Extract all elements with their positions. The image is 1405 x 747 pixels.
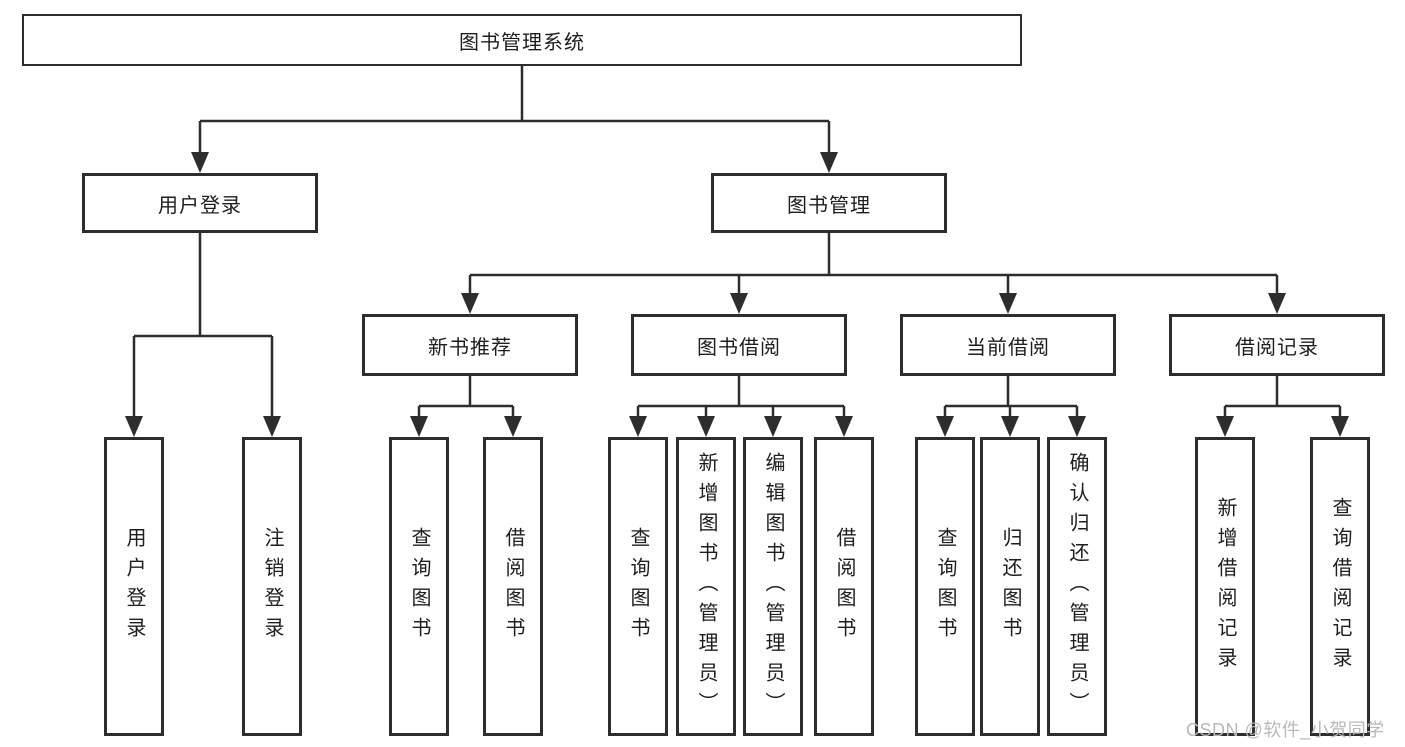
- node-label: 借阅记录: [1235, 336, 1319, 359]
- csdn-watermark: CSDN @软件_小贺同学: [1186, 720, 1385, 740]
- node-user-login: 用户登录: [82, 173, 318, 233]
- node-label: 图书借阅: [697, 336, 781, 359]
- leaf-label: 查询图书: [934, 526, 956, 647]
- node-book-management: 图书管理: [711, 173, 947, 233]
- leaf-query-books-current: 查询图书: [915, 437, 975, 736]
- leaf-user-login: 用户登录: [104, 437, 164, 736]
- leaf-borrow-books: 借阅图书: [814, 437, 874, 736]
- leaf-query-books-borrow: 查询图书: [608, 437, 668, 736]
- leaf-label: 查询图书: [408, 526, 430, 647]
- leaf-logout: 注销登录: [242, 437, 302, 736]
- node-label: 新书推荐: [428, 336, 512, 359]
- leaf-label: 借阅图书: [502, 526, 524, 647]
- leaf-label: 查询图书: [627, 526, 649, 647]
- leaf-add-borrow-record: 新增借阅记录: [1195, 437, 1255, 736]
- leaf-edit-book-admin: 编辑图书（管理员）: [743, 437, 803, 736]
- leaf-query-books-recommend: 查询图书: [389, 437, 449, 736]
- leaf-return-books: 归还图书: [980, 437, 1040, 736]
- leaf-query-borrow-record: 查询借阅记录: [1310, 437, 1370, 736]
- node-label: 用户登录: [158, 194, 242, 217]
- leaf-label: 注销登录: [261, 526, 283, 647]
- leaf-label: 编辑图书（管理员）: [762, 451, 784, 722]
- leaf-label: 归还图书: [999, 526, 1021, 647]
- leaf-add-book-admin: 新增图书（管理员）: [676, 437, 736, 736]
- leaf-label: 用户登录: [123, 526, 145, 647]
- node-library-management-system: 图书管理系统: [22, 14, 1022, 66]
- leaf-label: 查询借阅记录: [1329, 496, 1351, 677]
- node-new-book-recommend: 新书推荐: [362, 314, 578, 376]
- leaf-label: 新增图书（管理员）: [695, 451, 717, 722]
- leaf-confirm-return-admin: 确认归还（管理员）: [1047, 437, 1107, 736]
- node-current-borrow: 当前借阅: [900, 314, 1116, 376]
- node-label: 图书管理系统: [459, 31, 585, 54]
- node-book-borrow: 图书借阅: [631, 314, 847, 376]
- leaf-label: 确认归还（管理员）: [1066, 451, 1088, 722]
- leaf-label: 借阅图书: [833, 526, 855, 647]
- node-borrow-records: 借阅记录: [1169, 314, 1385, 376]
- node-label: 当前借阅: [966, 336, 1050, 359]
- node-label: 图书管理: [787, 194, 871, 217]
- leaf-label: 新增借阅记录: [1214, 496, 1236, 677]
- leaf-borrow-books-recommend: 借阅图书: [483, 437, 543, 736]
